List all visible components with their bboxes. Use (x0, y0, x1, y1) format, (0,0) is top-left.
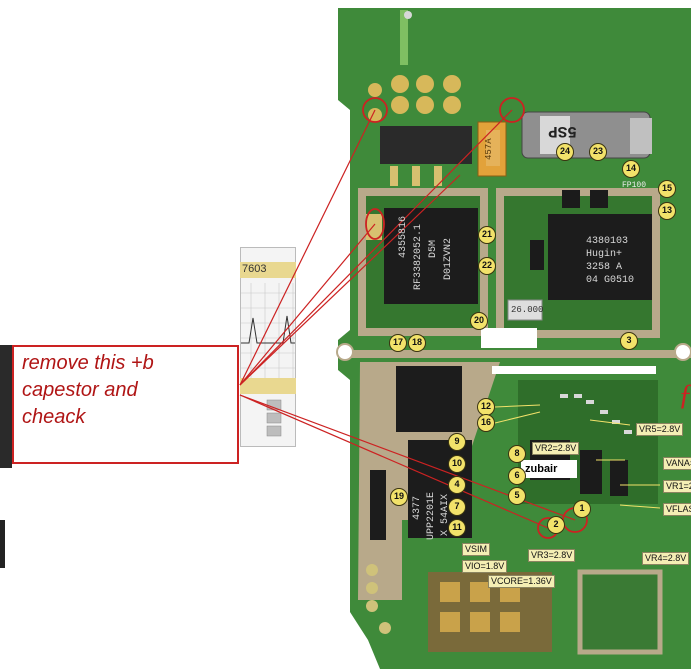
test-point-8: 8 (508, 445, 526, 463)
hugin-marking-2: Hugin+ (586, 249, 623, 260)
label-vflas: VFLAS (663, 503, 691, 516)
left-edge-mark (0, 520, 5, 568)
scope-thumbnail (240, 247, 296, 447)
oscillator (507, 299, 543, 321)
pa-chip-marking-4: D01ZVN2 (443, 237, 454, 280)
label-vr1: VR1=2 (663, 480, 691, 493)
label-vsim: VSIM (462, 543, 491, 556)
label-vio: VIO=1.8V (462, 560, 508, 573)
test-point-10: 10 (448, 455, 466, 473)
label-vr2: VR2=2.8V (532, 442, 580, 455)
scope-lower-band (240, 378, 296, 394)
test-point-23: 23 (589, 143, 607, 161)
test-point-20: 20 (470, 312, 488, 330)
memory-chip (396, 366, 462, 432)
test-point-1: 1 (573, 500, 591, 518)
test-point-22: 22 (478, 257, 496, 275)
hugin-chip (548, 214, 652, 300)
test-point-19: 19 (390, 488, 408, 506)
label-vcore: VCORE=1.36V (488, 575, 555, 588)
annotation-line-1: remove this +b (22, 352, 154, 374)
label-vana: VANA= (663, 457, 691, 470)
test-point-15: 15 (658, 180, 676, 198)
blank-patch (481, 328, 537, 348)
top-trace (400, 10, 408, 65)
test-point-5: 5 (508, 487, 526, 505)
battery-connector (380, 126, 472, 164)
red-edge-mark: ƒ (678, 378, 691, 412)
test-point-21: 21 (478, 226, 496, 244)
scope-label: 7603 (242, 263, 267, 275)
label-vr3: VR3=2.8V (528, 549, 576, 562)
hugin-marking-1: 4380103 (586, 236, 629, 247)
pa-chip-marking-3: D5M (428, 239, 439, 258)
coil-marking: 457A (484, 138, 494, 160)
pa-chip-marking-1: 4355816 (398, 215, 409, 258)
label-vr4: VR4=2.8V (642, 552, 690, 565)
test-point-6: 6 (508, 467, 526, 485)
test-point-3: 3 (620, 332, 638, 350)
top-via (404, 11, 412, 19)
pa-chip-marking-2: RF3382052.1 (413, 223, 424, 290)
test-point-7: 7 (448, 498, 466, 516)
label-vr5: VR5=2.8V (636, 423, 684, 436)
vibrator-marking: 5SP (548, 122, 577, 140)
note-edge-bar (0, 345, 12, 468)
test-point-24: 24 (556, 143, 574, 161)
side-chip (370, 470, 386, 540)
test-point-13: 13 (658, 202, 676, 220)
test-point-16: 16 (477, 414, 495, 432)
red-pointer-lines (239, 109, 576, 529)
test-point-9: 9 (448, 433, 466, 451)
test-point-4: 4 (448, 476, 466, 494)
hugin-marking-3: 3258 A (586, 262, 623, 273)
annotation-line-2: capestor and (22, 379, 138, 401)
scope-header-band (240, 262, 296, 278)
watermark: zubair (521, 460, 577, 478)
test-point-11: 11 (448, 519, 466, 537)
test-point-18: 18 (408, 334, 426, 352)
annotation-box (12, 345, 239, 464)
lower-right-shield (577, 569, 663, 655)
annotation-text: remove this +b capestor and cheack (22, 350, 234, 431)
lower-shield-frame (358, 362, 500, 600)
hugin-marking-4: 04 G0510 (586, 275, 635, 286)
top-pads (368, 75, 461, 122)
annotation-line-3: cheack (22, 406, 86, 428)
test-point-2: 2 (547, 516, 565, 534)
fp100-marking: FP100 (622, 181, 647, 190)
oscillator-marking: 26.000 (511, 305, 544, 315)
test-point-14: 14 (622, 160, 640, 178)
test-point-17: 17 (389, 334, 407, 352)
blank-strip (492, 366, 656, 374)
upp-marking-1: 4377 (412, 495, 423, 520)
upp-marking-2: UPP2201E (426, 491, 437, 540)
